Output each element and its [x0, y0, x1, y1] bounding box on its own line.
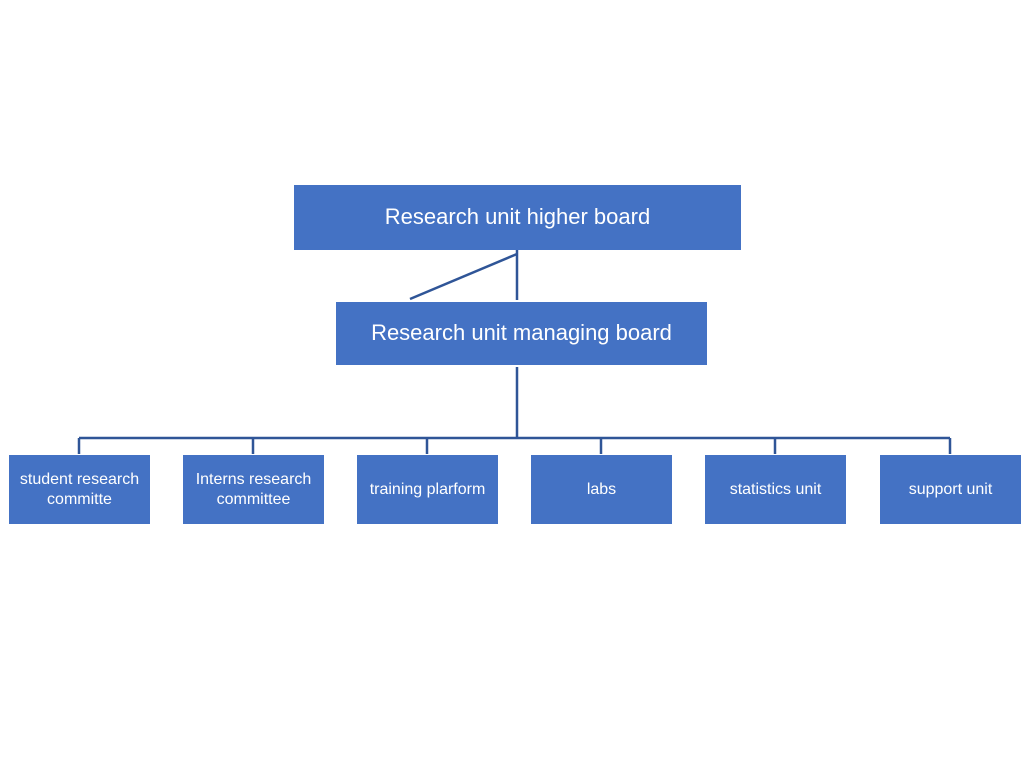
node-support-unit: support unit — [880, 455, 1021, 524]
connector-assistant-diagonal — [409, 252, 518, 301]
node-label: training plarform — [369, 480, 486, 498]
node-statistics-unit: statistics unit — [705, 455, 846, 524]
node-labs: labs — [531, 455, 672, 524]
node-label: statistics unit — [729, 480, 822, 498]
node-interns-research-committee: Interns research committee — [183, 455, 324, 524]
node-managing-board: Research unit managing board — [336, 302, 707, 365]
node-higher-board: Research unit higher board — [294, 185, 741, 250]
node-label: Research unit managing board — [371, 320, 672, 346]
node-label: support unit — [908, 480, 993, 498]
node-student-research-committee: student research committe — [9, 455, 150, 524]
node-label: Interns research committee — [195, 471, 312, 508]
node-training-platform: training plarform — [357, 455, 498, 524]
node-label: student research committe — [19, 471, 140, 508]
node-label: labs — [586, 480, 617, 498]
node-label: Research unit higher board — [384, 204, 651, 230]
